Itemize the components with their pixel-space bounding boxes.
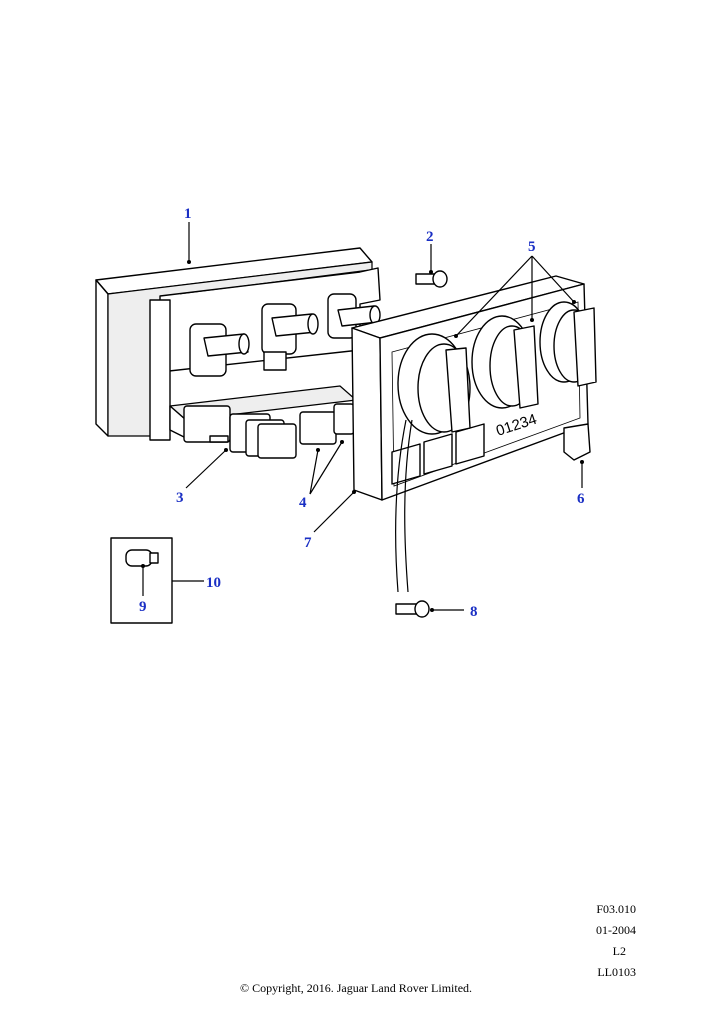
callout-3: 3 <box>176 490 184 506</box>
callout-9: 9 <box>139 599 147 615</box>
copyright-notice: © Copyright, 2016. Jaguar Land Rover Lim… <box>239 981 473 995</box>
callout-5: 5 <box>528 239 536 255</box>
callout-7: 7 <box>304 535 312 551</box>
figure-date: 01-2004 <box>596 923 636 937</box>
callout-6: 6 <box>577 491 585 507</box>
screw-2 <box>415 270 448 288</box>
callout-10: 10 <box>206 575 221 591</box>
screw-8 <box>395 600 430 618</box>
knob-cap <box>563 423 591 461</box>
bulb-inset-box <box>110 537 173 624</box>
callout-4: 4 <box>299 495 307 511</box>
figure-code: F03.010 <box>596 902 636 916</box>
rear-housing <box>95 247 381 441</box>
figure-level: L2 <box>612 944 626 958</box>
callout-1: 1 <box>184 206 192 222</box>
control-knobs <box>417 307 597 433</box>
callout-2: 2 <box>426 229 434 245</box>
callout-8: 8 <box>470 604 478 620</box>
leader-lines <box>141 222 584 612</box>
control-cables <box>395 419 413 593</box>
switch-bank <box>169 385 357 459</box>
figure-reference: LL0103 <box>597 965 636 979</box>
